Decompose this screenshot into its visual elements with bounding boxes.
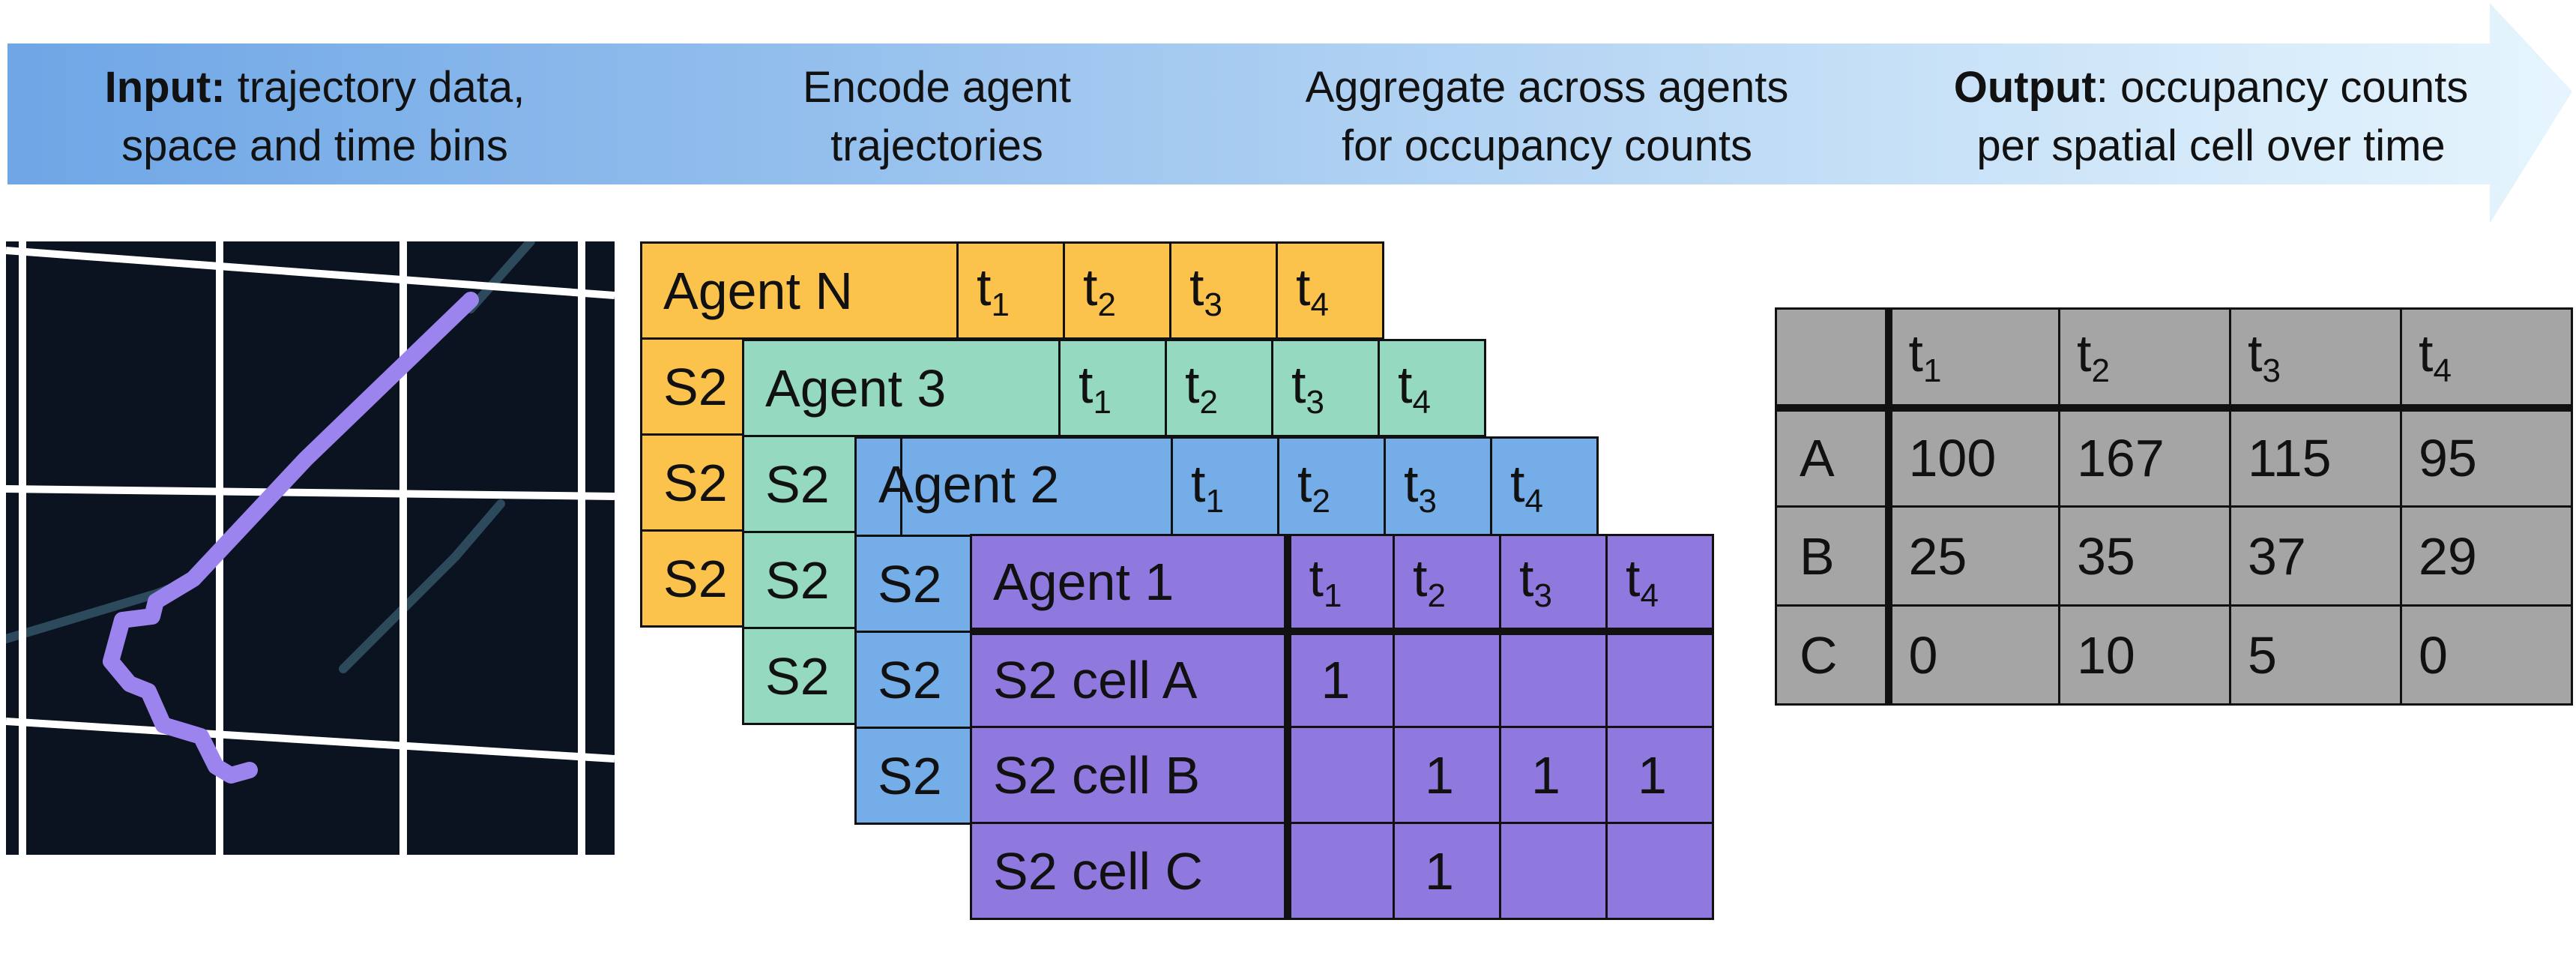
agent-1-table: Agent 1 t1 t2 t3 t4 S2 cell A 1 S2 cell … [970, 534, 1714, 920]
agent-3-t3: t3 [1271, 339, 1380, 437]
map-background [6, 241, 615, 855]
agent-2-t1: t1 [1171, 436, 1279, 537]
output-row-a: A 100 167 115 95 [1775, 406, 2573, 508]
agent-1-value [1393, 630, 1501, 728]
agent-1-value [1286, 726, 1395, 824]
occupancy-output-table: t1 t2 t3 t4 A 100 167 115 95 B 25 35 37 … [1775, 307, 2573, 706]
grid-hline-1 [6, 247, 615, 299]
output-value: 37 [2229, 505, 2402, 607]
output-value: 10 [2058, 604, 2231, 706]
step-output: Output: occupancy counts per spatial cel… [1926, 58, 2496, 175]
faint-track-2 [339, 499, 505, 673]
step-input-line2: space and time bins [121, 121, 508, 170]
agent-n-label: Agent N [640, 241, 959, 340]
agent-3-t4: t4 [1378, 339, 1486, 437]
agent-n-t3: t3 [1169, 241, 1278, 340]
output-value: 0 [1887, 604, 2060, 706]
agent-1-label: Agent 1 [970, 534, 1291, 632]
agent-1-value [1286, 822, 1395, 920]
agent-1-row-c: S2 cell C 1 [970, 822, 1714, 920]
step-aggregate-line1: Aggregate across agents [1305, 63, 1789, 112]
step-input-line1: trajectory data, [225, 63, 525, 112]
output-value: 25 [1887, 505, 2060, 607]
agent-1-value [1499, 630, 1608, 728]
agent-1-value: 1 [1393, 822, 1501, 920]
agent-3-header-row: Agent 3 t1 t2 t3 t4 [742, 339, 1486, 437]
agent-1-row-b: S2 cell B 1 1 1 [970, 726, 1714, 824]
agent-trajectory-path [103, 292, 479, 784]
agent-1-t3: t3 [1499, 534, 1608, 632]
process-banner-arrow [7, 3, 2572, 223]
agent-1-value: 1 [1286, 630, 1395, 728]
step-aggregate: Aggregate across agents for occupancy co… [1262, 58, 1832, 175]
output-value: 115 [2229, 406, 2402, 508]
output-corner-cell [1775, 307, 1892, 409]
step-encode-line1: Encode agent [803, 63, 1071, 112]
agent-1-t1: t1 [1286, 534, 1395, 632]
step-output-line1: : occupancy counts [2096, 63, 2469, 112]
agent-1-cell-label: S2 cell C [970, 822, 1291, 920]
output-row-label: C [1775, 604, 1892, 706]
output-row-label: A [1775, 406, 1892, 508]
agent-1-cell-label: S2 cell A [970, 630, 1291, 728]
agent-2-header-row: ​ t1 t2 t3 t4 [854, 436, 1599, 537]
agent-2-label: ​ [854, 436, 1173, 537]
output-value: 100 [1887, 406, 2060, 508]
output-row-label: B [1775, 505, 1892, 607]
agent-n-header-row: Agent N t1 t2 t3 t4 [640, 241, 1384, 340]
output-value: 95 [2400, 406, 2573, 508]
output-value: 5 [2229, 604, 2402, 706]
output-value: 35 [2058, 505, 2231, 607]
output-row-b: B 25 35 37 29 [1775, 505, 2573, 607]
step-aggregate-line2: for occupancy counts [1341, 121, 1753, 170]
agent-1-row-a: S2 cell A 1 [970, 630, 1714, 728]
output-value: 167 [2058, 406, 2231, 508]
output-t2: t2 [2058, 307, 2231, 409]
agent-1-value [1605, 822, 1714, 920]
agent-1-cell-label: S2 cell B [970, 726, 1291, 824]
step-input: Input: trajectory data, space and time b… [30, 58, 600, 175]
step-output-line2: per spatial cell over time [1976, 121, 2446, 170]
output-header-row: t1 t2 t3 t4 [1775, 307, 2573, 409]
agent-2-label-text: Agent 2 [878, 455, 1060, 514]
step-output-bold: Output [1953, 63, 2096, 112]
agent-1-t4: t4 [1605, 534, 1714, 632]
step-encode: Encode agent trajectories [652, 58, 1222, 175]
agent-1-value: 1 [1605, 726, 1714, 824]
trajectory-map [6, 241, 615, 855]
output-value: 29 [2400, 505, 2573, 607]
agent-2-t3: t3 [1384, 436, 1492, 537]
agent-1-value [1605, 630, 1714, 728]
agent-2-t2: t2 [1277, 436, 1386, 537]
agent-1-value: 1 [1499, 726, 1608, 824]
agent-1-t2: t2 [1393, 534, 1501, 632]
agent-1-value: 1 [1393, 726, 1501, 824]
output-t3: t3 [2229, 307, 2402, 409]
grid-hline-3 [6, 718, 615, 763]
agent-n-t2: t2 [1063, 241, 1171, 340]
output-t4: t4 [2400, 307, 2573, 409]
banner-arrow-shape [7, 3, 2572, 223]
agent-n-t1: t1 [956, 241, 1065, 340]
agent-1-header-row: Agent 1 t1 t2 t3 t4 [970, 534, 1714, 632]
agent-1-value [1499, 822, 1608, 920]
agent-2-t4: t4 [1490, 436, 1599, 537]
agent-3-label: Agent 3 [742, 339, 1061, 437]
agent-3-t2: t2 [1165, 339, 1273, 437]
output-value: 0 [2400, 604, 2573, 706]
step-input-bold: Input: [104, 63, 226, 112]
faint-track-3 [466, 241, 535, 313]
step-encode-line2: trajectories [830, 121, 1043, 170]
agent-n-t4: t4 [1276, 241, 1384, 340]
agent-3-t1: t1 [1058, 339, 1167, 437]
output-row-c: C 0 10 5 0 [1775, 604, 2573, 706]
grid-hline-2 [6, 485, 615, 500]
output-t1: t1 [1887, 307, 2060, 409]
